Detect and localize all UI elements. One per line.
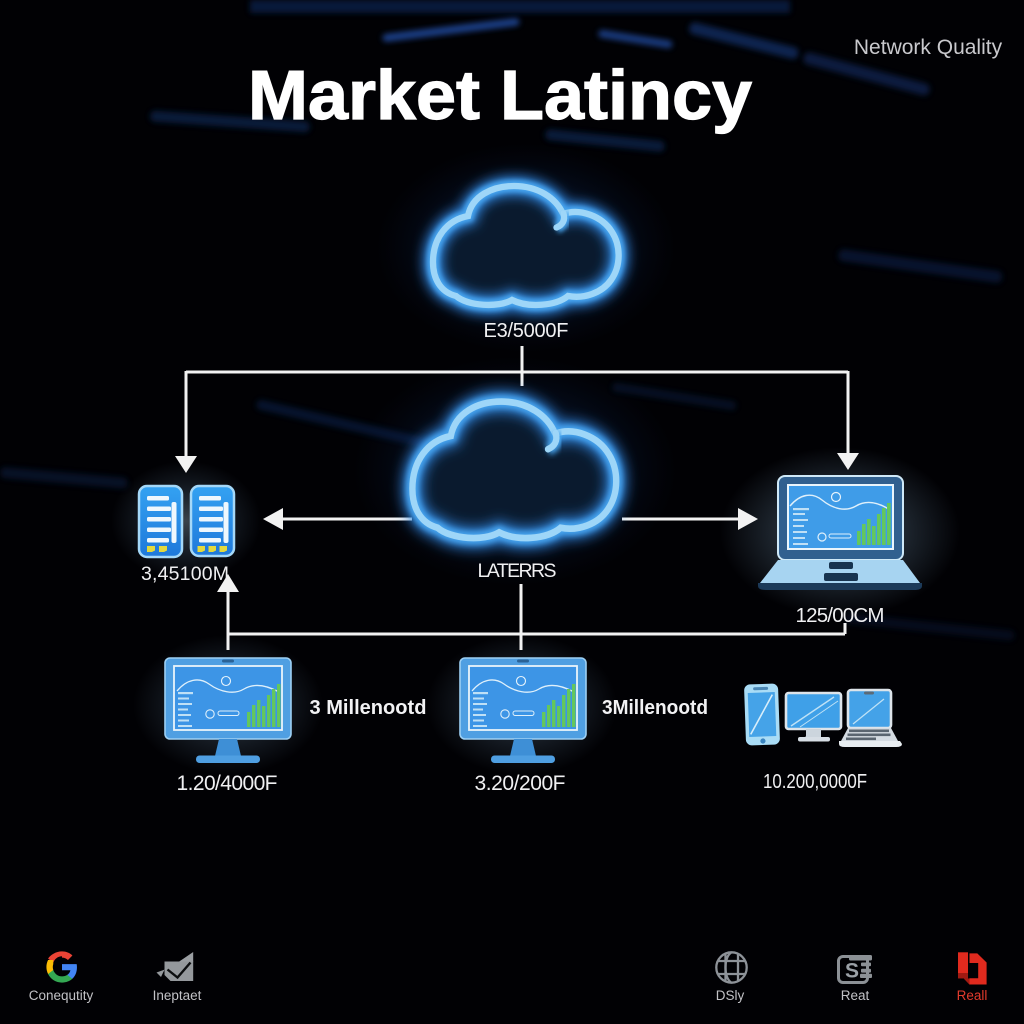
svg-text:Market Latincy: Market Latincy xyxy=(248,56,752,134)
svg-text:1.20/4000F: 1.20/4000F xyxy=(177,772,278,795)
svg-text:Network Quality: Network Quality xyxy=(854,36,1003,59)
svg-text:Reall: Reall xyxy=(957,988,988,1003)
svg-text:S: S xyxy=(845,960,859,983)
svg-text:3Millenootd: 3Millenootd xyxy=(602,697,708,719)
svg-text:10.200,0000F: 10.200,0000F xyxy=(763,771,867,793)
svg-text:3.20/200F: 3.20/200F xyxy=(475,772,566,795)
svg-text:Ineptaet: Ineptaet xyxy=(153,988,202,1003)
svg-text:LATERRS: LATERRS xyxy=(478,560,557,582)
svg-text:3,45100M: 3,45100M xyxy=(141,563,229,585)
svg-text:125/00CM: 125/00CM xyxy=(796,604,885,627)
svg-text:E3/5000F: E3/5000F xyxy=(484,320,569,342)
svg-text:DSly: DSly xyxy=(716,988,745,1003)
svg-text:Conequtity: Conequtity xyxy=(29,988,94,1003)
svg-text:Reat: Reat xyxy=(841,988,870,1003)
svg-text:3 Millenootd: 3 Millenootd xyxy=(310,697,427,719)
